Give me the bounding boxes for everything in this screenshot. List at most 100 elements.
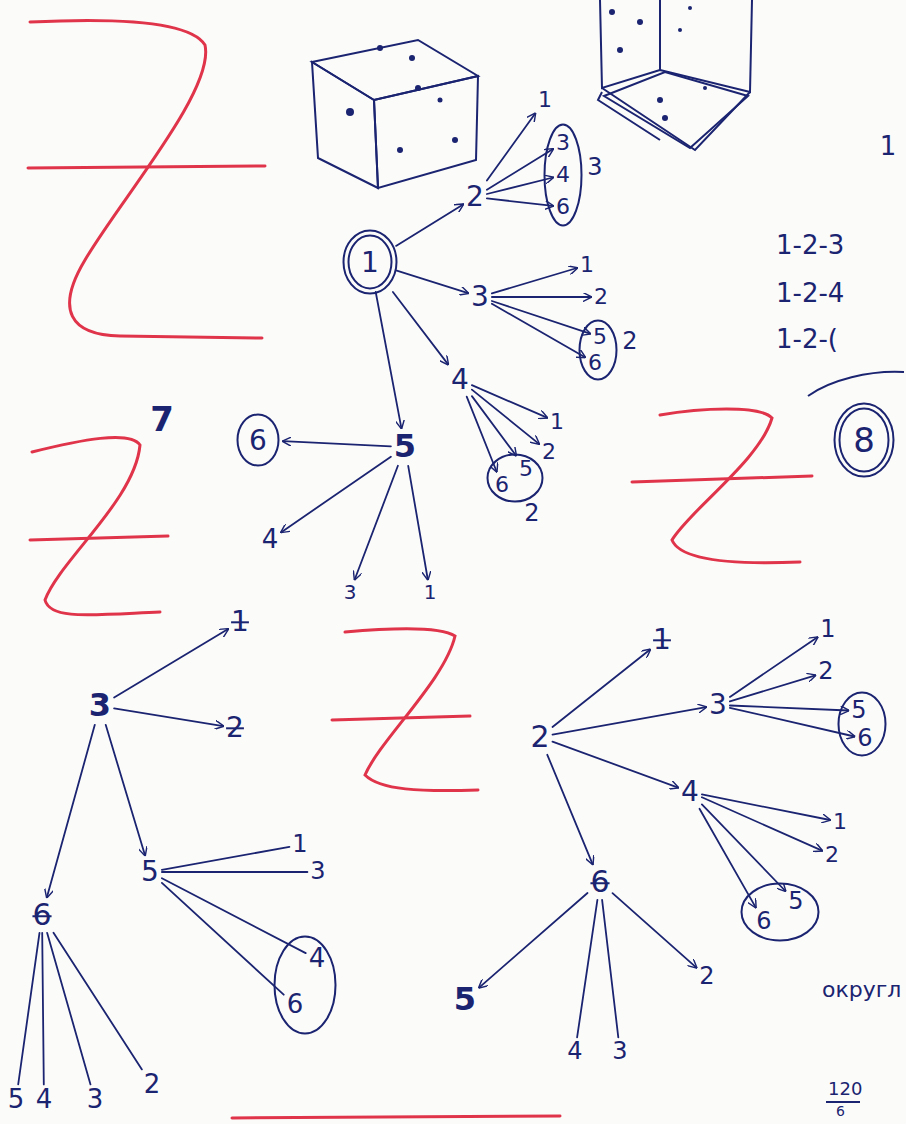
tree-arrow	[547, 755, 592, 865]
number-text: 5	[788, 889, 803, 914]
number-text: 2	[542, 440, 556, 463]
number-text: 8	[853, 420, 875, 460]
tree-number: 2	[464, 182, 486, 211]
tree-number: 5	[849, 698, 868, 723]
number-text: 4	[556, 163, 570, 186]
tree-number: 6	[586, 351, 604, 374]
tree-number: 2	[540, 440, 558, 463]
oval-path	[275, 937, 336, 1034]
z-mark	[30, 20, 262, 338]
number-text: 2	[530, 721, 549, 753]
crossed-number: 2	[224, 713, 246, 742]
tree-number: 1	[831, 810, 849, 833]
tree-arrow	[467, 397, 497, 472]
tree-arrow	[487, 198, 553, 206]
tree-arrow	[408, 466, 428, 580]
tree-arrow	[492, 301, 590, 334]
tree-number: 5	[517, 457, 535, 480]
tree-arrow	[47, 725, 95, 898]
number-text: 1	[361, 246, 379, 279]
number-text: 2	[594, 285, 608, 308]
tree-arrow	[492, 304, 585, 358]
number-text: 6	[590, 866, 609, 898]
fraction-bar	[826, 1101, 860, 1103]
group-oval: 46	[273, 935, 337, 1035]
z-strike	[632, 476, 812, 482]
oval-path	[488, 455, 543, 502]
tree-number: 6	[554, 195, 572, 218]
dice-dots	[346, 6, 707, 153]
tree-arrow	[162, 847, 290, 870]
box-sketch	[598, 0, 752, 150]
group-oval: 256	[578, 319, 618, 381]
tree-number: 5	[139, 857, 161, 886]
tree-arrow	[106, 725, 145, 856]
tree-arrow	[18, 933, 39, 1085]
cube-top	[312, 40, 478, 100]
number-text: 2	[144, 1071, 161, 1098]
tree-number: 5	[392, 430, 418, 464]
tree-number: 4	[34, 1086, 55, 1113]
tree-arrow	[162, 878, 306, 953]
group-oval: 3346	[543, 123, 583, 227]
tree-number: 6	[285, 991, 306, 1018]
group-count: 2	[524, 499, 539, 527]
tree-arrow	[42, 933, 44, 1085]
circle-ring	[344, 231, 397, 294]
tree-arrow	[376, 292, 402, 428]
z-mark	[345, 629, 478, 791]
number-text: 5	[519, 457, 533, 480]
note-text: 120	[828, 1080, 862, 1099]
tree-arrow	[114, 629, 228, 697]
tree-number: 3	[610, 1039, 629, 1064]
number-text: 2	[818, 659, 833, 684]
number-text: 3	[344, 582, 357, 603]
tree-arrow	[730, 708, 855, 737]
tree-arrow	[492, 268, 577, 293]
crossed-number: 1	[229, 607, 251, 636]
number-text: 4	[567, 1039, 582, 1064]
tree-number: 3	[85, 1086, 106, 1113]
tree-arrow	[553, 650, 651, 728]
tree-arrow	[602, 900, 618, 1038]
oval-path	[580, 321, 617, 380]
number-text: 4	[36, 1086, 53, 1113]
number-text: 1	[550, 410, 564, 433]
number-text: 2	[226, 713, 244, 742]
tree-number: 5	[6, 1086, 27, 1113]
underline	[232, 1116, 560, 1118]
number-text: 1	[231, 607, 249, 636]
number-text: 4	[681, 777, 699, 806]
tree-number: 4	[565, 1039, 584, 1064]
number-text: 2	[825, 843, 839, 866]
tree-number: 2	[528, 721, 551, 753]
tree-arrow	[702, 804, 786, 891]
group-oval: 256	[486, 453, 544, 503]
oval-path	[839, 693, 886, 756]
number-text: 5	[141, 857, 159, 886]
tree-number: 1	[536, 88, 554, 111]
number-text: 2	[699, 964, 714, 989]
tree-number: 6	[754, 909, 773, 934]
tree-arrow	[54, 933, 142, 1070]
tree-number: 5	[591, 325, 609, 348]
note-text: 6	[836, 1104, 845, 1119]
z-strike	[28, 166, 265, 168]
group-count: 3	[587, 153, 602, 181]
circle-ring	[840, 409, 889, 472]
note-text: 1	[880, 133, 897, 160]
cube-right	[374, 76, 478, 188]
tree-number: 2	[697, 964, 716, 989]
number-text: 1	[820, 617, 835, 642]
group-oval: 56	[837, 691, 887, 757]
tree-arrow	[283, 441, 391, 446]
tree-number: 2	[142, 1071, 163, 1098]
tree-arrow	[472, 385, 547, 418]
tree-arrow	[553, 742, 679, 788]
box-base	[604, 72, 748, 148]
tree-arrow	[396, 270, 468, 293]
tree-arrow	[577, 900, 597, 1038]
tree-number: 4	[554, 163, 572, 186]
